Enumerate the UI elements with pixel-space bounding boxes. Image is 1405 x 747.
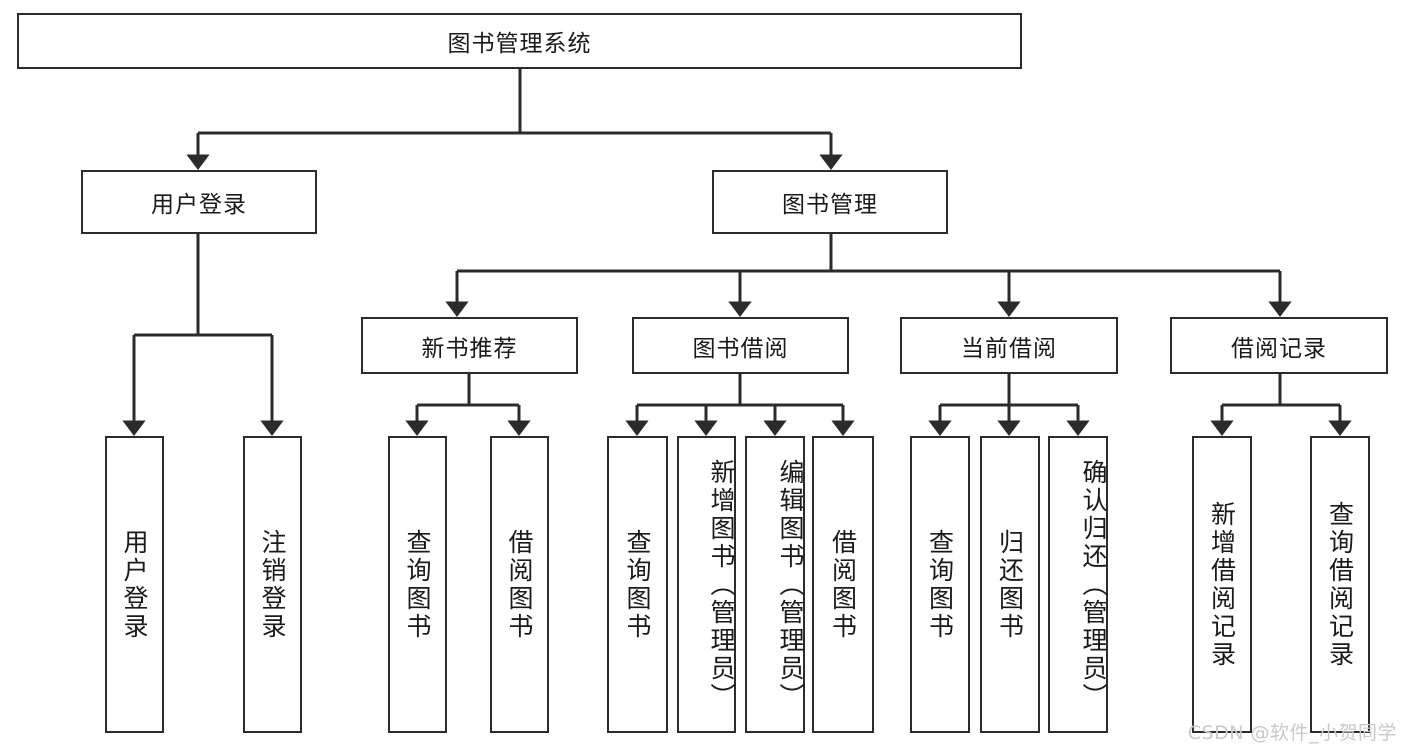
node-new-book-recommend-label: 新书推荐 — [421, 335, 518, 362]
node-borrow-record-label: 借阅记录 — [1231, 335, 1327, 362]
node-leaf-add-book-admin-label: 新增图书（管理员） — [707, 458, 736, 711]
node-user-login-label: 用户登录 — [151, 192, 247, 218]
node-leaf-add-borrow-record[interactable]: 新增借阅记录 — [1192, 436, 1252, 733]
node-leaf-return-book[interactable]: 归还图书 — [980, 436, 1040, 733]
node-leaf-query-borrow-record-label: 查询借阅记录 — [1325, 500, 1355, 669]
node-leaf-edit-book-admin-label: 编辑图书（管理员） — [776, 458, 805, 711]
node-leaf-query-book-current[interactable]: 查询图书 — [910, 436, 970, 733]
node-leaf-confirm-return-admin-label: 确认归还（管理员） — [1079, 458, 1108, 711]
node-leaf-query-book-rec[interactable]: 查询图书 — [388, 436, 447, 733]
node-leaf-query-borrow-record[interactable]: 查询借阅记录 — [1310, 436, 1370, 733]
node-leaf-borrow-book-rec-label: 借阅图书 — [505, 528, 534, 641]
node-leaf-logout-label: 注销登录 — [258, 528, 287, 641]
node-leaf-query-book-current-label: 查询图书 — [925, 528, 955, 641]
node-root-label: 图书管理系统 — [447, 31, 592, 57]
node-leaf-add-book-admin[interactable]: 新增图书（管理员） — [677, 436, 736, 733]
node-book-manage[interactable]: 图书管理 — [712, 170, 948, 234]
node-leaf-query-book-borrow[interactable]: 查询图书 — [607, 436, 668, 733]
node-book-borrow[interactable]: 图书借阅 — [632, 317, 849, 374]
node-leaf-add-borrow-record-label: 新增借阅记录 — [1207, 500, 1237, 669]
node-leaf-confirm-return-admin[interactable]: 确认归还（管理员） — [1048, 436, 1108, 733]
node-leaf-query-book-borrow-label: 查询图书 — [623, 528, 652, 641]
node-current-borrow[interactable]: 当前借阅 — [900, 317, 1118, 374]
node-leaf-edit-book-admin[interactable]: 编辑图书（管理员） — [745, 436, 805, 733]
node-user-login[interactable]: 用户登录 — [81, 170, 317, 234]
node-borrow-record[interactable]: 借阅记录 — [1170, 317, 1388, 374]
node-leaf-query-book-rec-label: 查询图书 — [403, 528, 432, 641]
node-leaf-user-login-label: 用户登录 — [120, 528, 149, 641]
node-leaf-return-book-label: 归还图书 — [995, 528, 1025, 641]
node-new-book-recommend[interactable]: 新书推荐 — [361, 317, 578, 374]
node-root[interactable]: 图书管理系统 — [17, 13, 1022, 69]
node-leaf-logout[interactable]: 注销登录 — [243, 436, 302, 733]
node-book-manage-label: 图书管理 — [782, 192, 878, 218]
node-book-borrow-label: 图书借阅 — [692, 335, 789, 362]
node-leaf-borrow-book-rec[interactable]: 借阅图书 — [490, 436, 549, 733]
node-leaf-borrow-book[interactable]: 借阅图书 — [812, 436, 874, 733]
node-current-borrow-label: 当前借阅 — [961, 335, 1057, 362]
node-leaf-user-login[interactable]: 用户登录 — [105, 436, 164, 733]
node-leaf-borrow-book-label: 借阅图书 — [828, 528, 858, 641]
